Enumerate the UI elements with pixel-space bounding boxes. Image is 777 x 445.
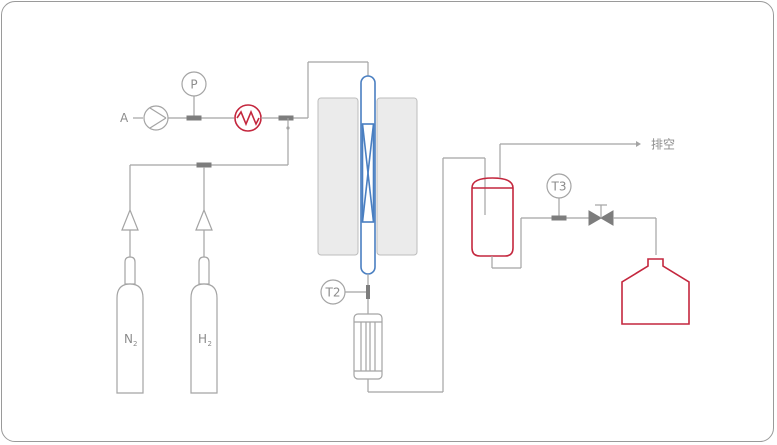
n2-cylinder: N 2 <box>116 256 144 394</box>
heat-exchanger <box>234 104 262 132</box>
control-valve <box>588 204 614 226</box>
manifold-tee <box>196 162 212 168</box>
mixing-tee <box>278 115 294 121</box>
pressure-gauge-label: P <box>190 78 197 92</box>
h2-check-valve <box>195 208 213 258</box>
t2-label: T2 <box>325 286 341 300</box>
n2-subscript: 2 <box>133 340 137 348</box>
h2-subscript: 2 <box>208 340 212 348</box>
t2-fitting <box>366 285 370 299</box>
reactor-tube <box>360 75 376 275</box>
temperature-sensor-t2: T2 <box>320 279 346 305</box>
condenser <box>353 313 383 380</box>
h2-label: H <box>198 332 207 346</box>
temperature-sensor-t3: T3 <box>546 173 572 218</box>
air-inlet-label: A <box>120 111 129 125</box>
pressure-gauge: P <box>181 71 207 121</box>
air-pump <box>143 105 169 131</box>
vent-arrow-icon <box>636 141 641 147</box>
n2-label: N <box>124 332 133 346</box>
t3-fitting <box>551 215 567 221</box>
h2-cylinder: H 2 <box>190 256 218 394</box>
t3-label: T3 <box>551 180 567 194</box>
n2-check-valve <box>121 208 139 258</box>
product-collector <box>621 258 690 325</box>
gas-liquid-separator <box>471 177 514 257</box>
left-heater <box>317 97 359 256</box>
vent-label: 排空 <box>651 138 675 152</box>
right-heater <box>376 97 418 256</box>
